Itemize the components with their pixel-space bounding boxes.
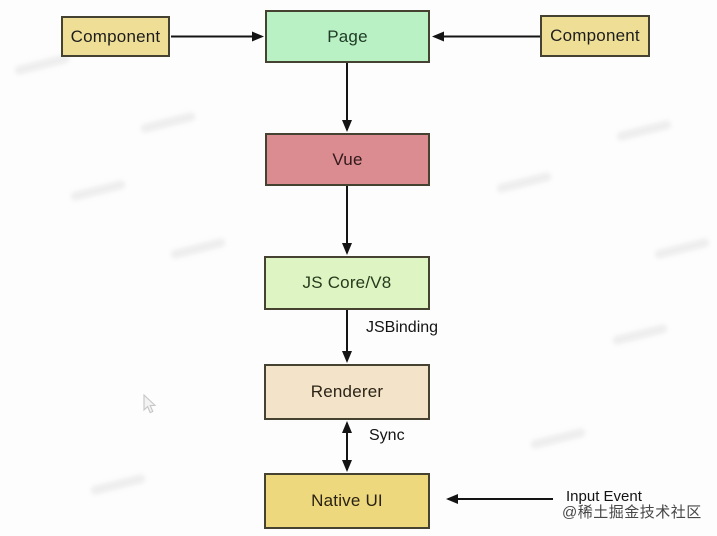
node-js-core-v8-label: JS Core/V8	[302, 273, 392, 292]
node-renderer-label: Renderer	[310, 382, 384, 401]
edge-label-jsbinding: JSBinding	[366, 319, 439, 336]
node-component-right-label: Component	[550, 26, 640, 45]
node-native-ui-label: Native UI	[311, 491, 383, 510]
juejin-watermark: @稀土掘金技术社区	[562, 504, 702, 521]
faint-smudge	[69, 179, 127, 202]
node-renderer: Renderer	[264, 364, 430, 420]
node-page: Page	[265, 10, 430, 63]
faint-smudge	[89, 473, 147, 496]
faint-smudge	[139, 111, 197, 134]
node-component-left: Component	[61, 16, 170, 57]
node-page-label: Page	[327, 26, 368, 46]
node-vue-label: Vue	[332, 149, 363, 169]
faint-smudge	[169, 237, 227, 260]
faint-smudge	[615, 119, 673, 142]
faint-smudge	[529, 427, 587, 450]
faint-smudge	[653, 237, 711, 260]
edge-label-sync: Sync	[369, 427, 405, 444]
node-vue: Vue	[265, 133, 430, 186]
mouse-cursor-icon	[143, 394, 157, 414]
node-component-right: Component	[540, 15, 650, 57]
faint-smudge	[611, 323, 669, 346]
node-js-core-v8: JS Core/V8	[264, 256, 430, 310]
node-component-left-label: Component	[70, 26, 161, 46]
edge-label-input-event: Input Event	[566, 488, 642, 505]
node-native-ui: Native UI	[264, 473, 430, 529]
faint-smudge	[495, 171, 553, 194]
